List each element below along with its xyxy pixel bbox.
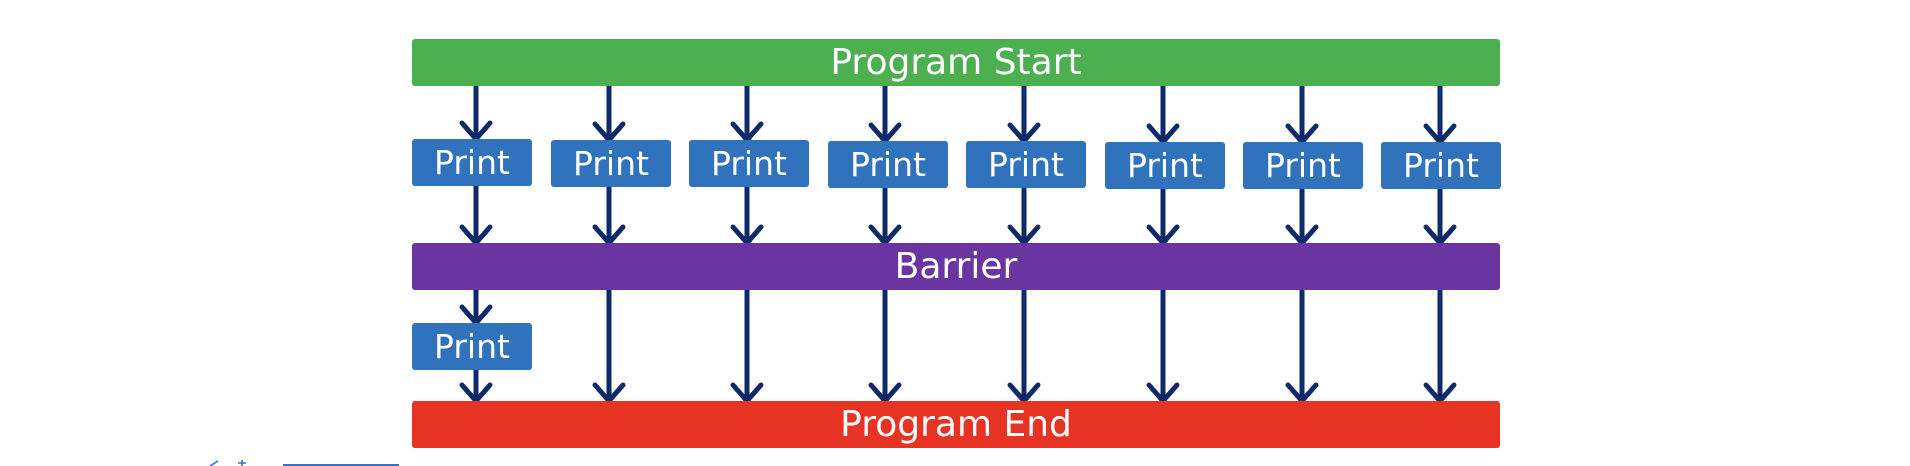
arrow-print-to-barrier-2 [592,187,626,246]
print-box-after-barrier: Print [412,323,532,370]
arrow-print-to-barrier-8 [1423,189,1457,246]
arrow-print-to-barrier-5 [1007,188,1041,246]
arrow-start-to-print-6 [1146,86,1180,145]
print-box-4: Print [828,141,948,188]
arrow-print-to-barrier-7 [1285,189,1319,246]
arrow-barrier-to-end-2 [592,290,626,404]
barrier-bar: Barrier [412,243,1500,290]
arrow-barrier-to-end-8 [1423,290,1457,404]
print-box-3: Print [689,140,809,187]
arrow-start-to-print-3 [730,86,764,143]
arrow-barrier-to-end-3 [730,290,764,404]
arrow-start-to-print-5 [1007,86,1041,144]
program-end-bar: Program End [412,401,1500,448]
arrow-barrier-to-print-after [459,290,493,326]
arrow-barrier-to-end-6 [1146,290,1180,404]
arrow-start-to-print-7 [1285,86,1319,145]
arrow-barrier-to-end-4 [868,290,902,404]
program-start-bar: Program Start [412,39,1500,86]
footer-decoration-icon [209,460,246,466]
arrow-start-to-print-4 [868,86,902,144]
print-box-2: Print [551,140,671,187]
arrow-start-to-print-2 [592,86,626,143]
arrow-print-to-barrier-6 [1146,189,1180,246]
arrow-start-to-print-1 [459,86,493,142]
arrow-print-after-to-end [459,370,493,404]
arrow-barrier-to-end-5 [1007,290,1041,404]
footer-underline [283,464,399,466]
arrow-barrier-to-end-7 [1285,290,1319,404]
arrow-print-to-barrier-4 [868,188,902,246]
print-box-1: Print [412,139,532,186]
print-box-8: Print [1381,142,1501,189]
print-box-7: Print [1243,142,1363,189]
print-box-5: Print [966,141,1086,188]
arrow-start-to-print-8 [1423,86,1457,145]
print-box-6: Print [1105,142,1225,189]
arrow-print-to-barrier-3 [730,187,764,246]
arrow-print-to-barrier-1 [459,186,493,246]
